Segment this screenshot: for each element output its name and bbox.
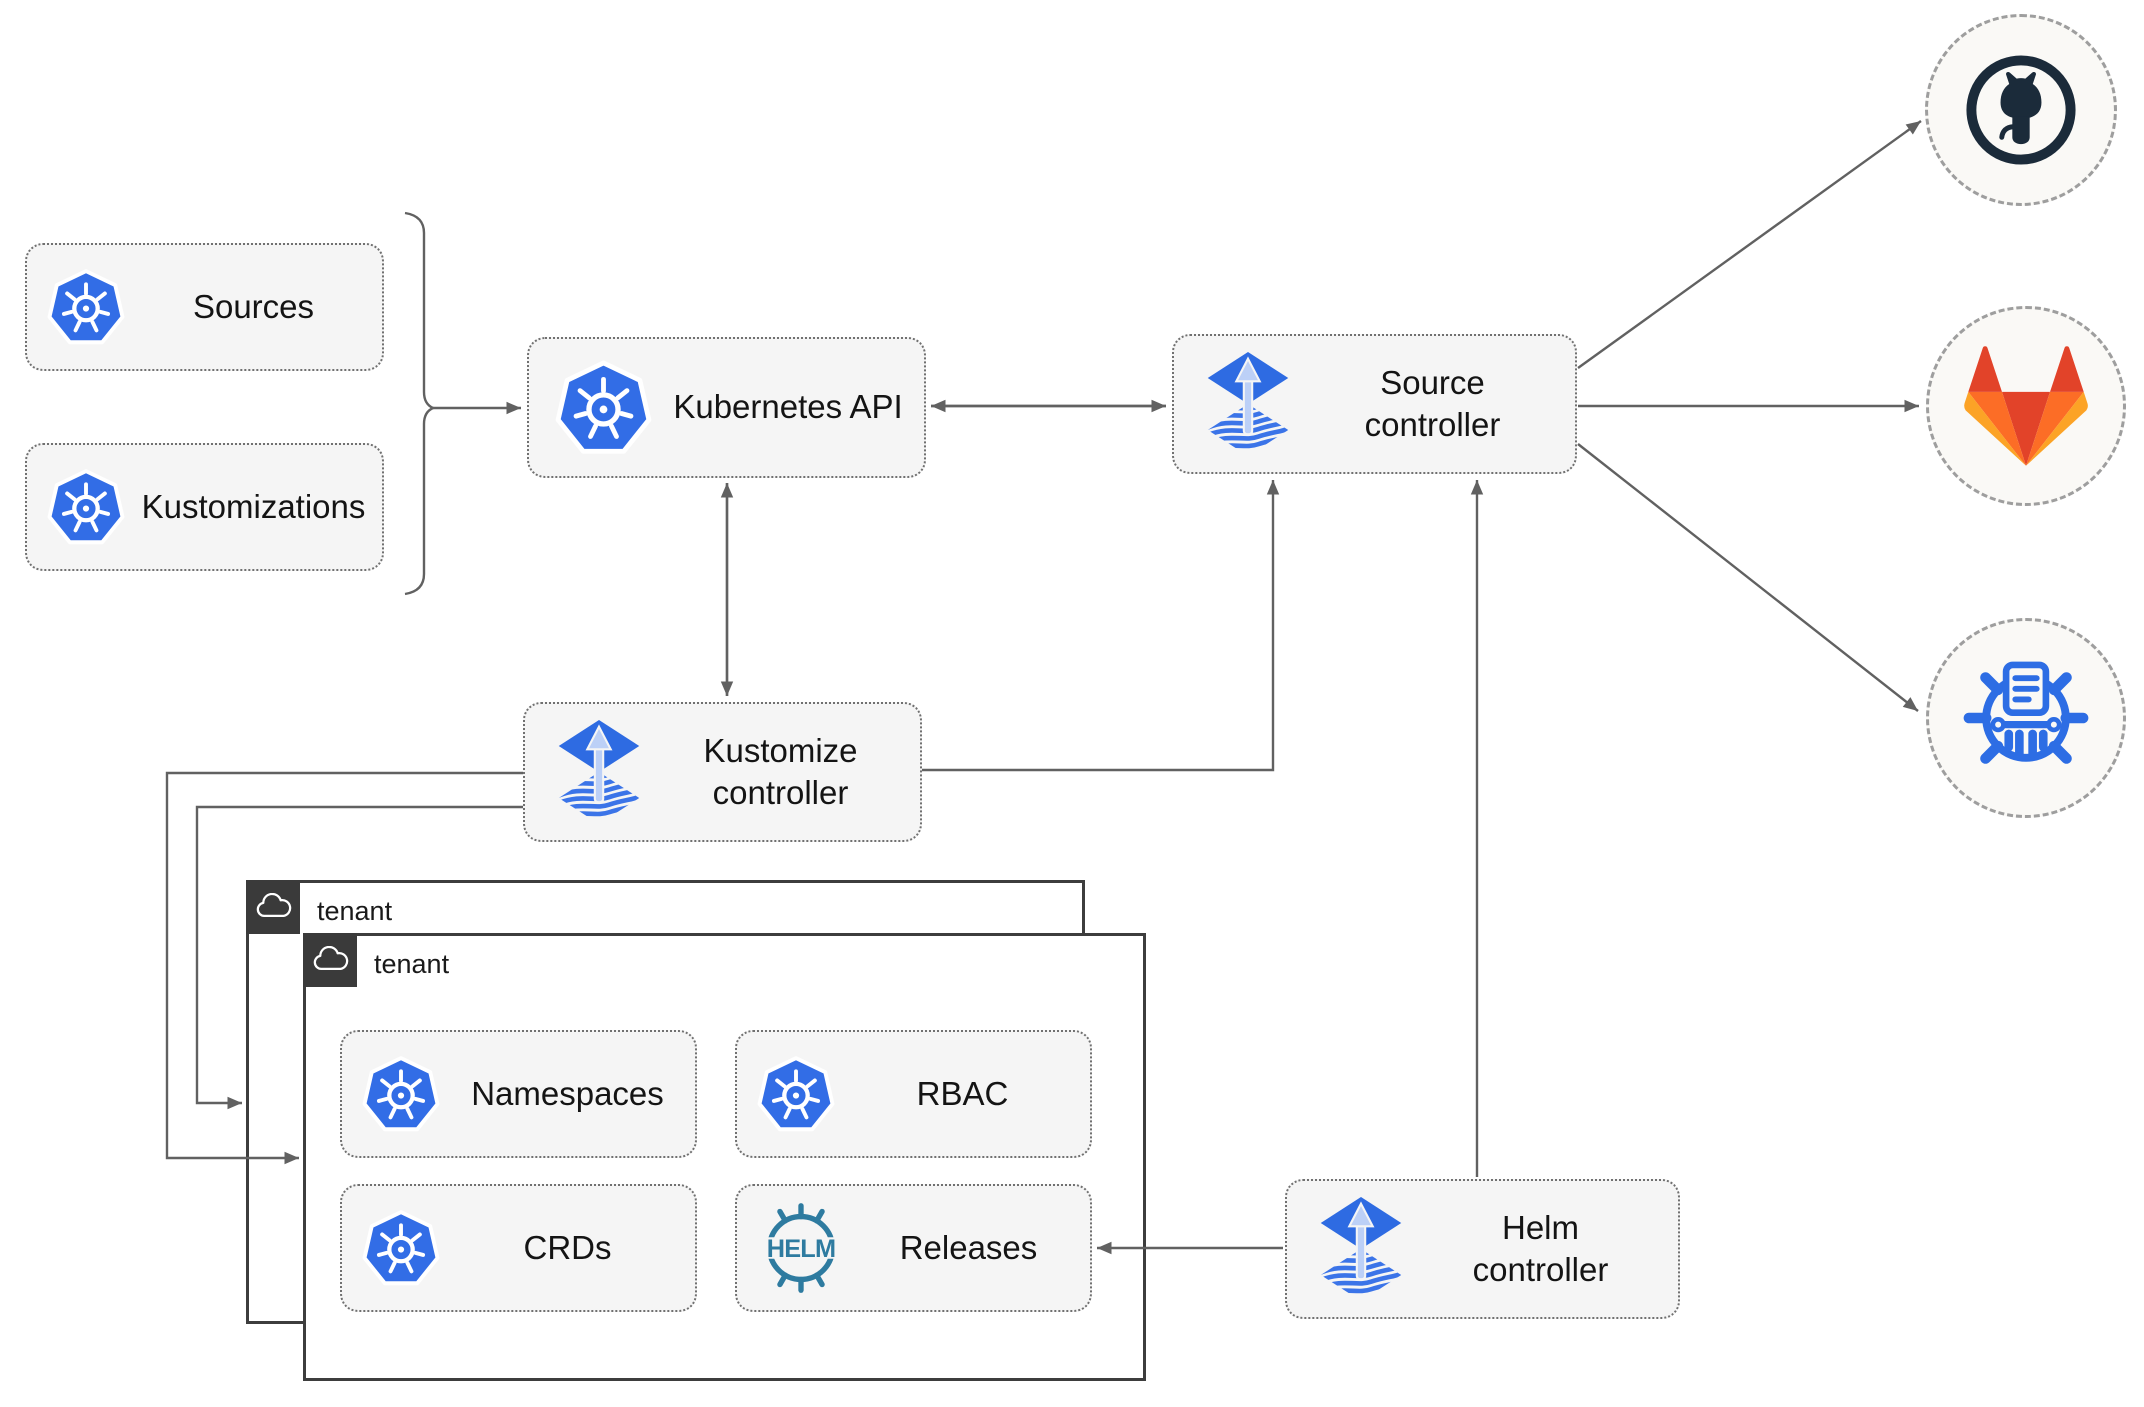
flux-icon — [1206, 352, 1290, 456]
source-controller-label: Source controller — [1364, 363, 1501, 443]
namespaces-label: Namespaces — [471, 1074, 664, 1112]
helm-chart-repository — [1926, 618, 2126, 818]
kubernetes-icon — [47, 468, 125, 546]
helm-controller-label: Helm controller — [1472, 1208, 1609, 1288]
gitlab-repository — [1926, 306, 2126, 506]
chartmuseum-icon — [1963, 661, 2089, 764]
cloud-icon — [256, 893, 292, 917]
rbac-box: RBAC — [735, 1030, 1092, 1158]
tenant-label: tenant — [317, 896, 393, 926]
kustomizations-label: Kustomizations — [141, 487, 366, 525]
helm-logo-text: HELM — [767, 1235, 836, 1263]
flux-icon — [557, 720, 641, 824]
github-icon — [1966, 55, 2076, 165]
edge-kustomize-to-source-controller — [922, 480, 1280, 772]
namespaces-box: Namespaces — [340, 1030, 697, 1158]
kubernetes-icon — [555, 359, 652, 456]
edge-source-to-chartmuseum — [1577, 443, 1919, 712]
crds-box: CRDs — [340, 1184, 697, 1312]
kubernetes-api-box: Kubernetes API — [527, 337, 926, 478]
tenant-label: tenant — [374, 949, 450, 979]
releases-label: Releases — [899, 1228, 1038, 1266]
sources-box: Sources — [25, 243, 384, 371]
kustomizations-box: Kustomizations — [25, 443, 384, 571]
kubernetes-api-label: Kubernetes API — [673, 388, 903, 426]
github-repository — [1925, 14, 2117, 206]
kubernetes-icon — [362, 1209, 440, 1287]
cloud-badge — [246, 880, 300, 934]
rbac-label: RBAC — [916, 1074, 1009, 1112]
kubernetes-icon — [757, 1055, 835, 1133]
helm-controller-box: Helm controller — [1285, 1179, 1680, 1319]
edge-source-to-github — [1577, 120, 1922, 369]
flux-icon — [1319, 1197, 1403, 1301]
bracket-sources-group — [404, 211, 436, 596]
releases-box: HELM Releases — [735, 1184, 1092, 1312]
gitlab-icon — [1964, 346, 2088, 466]
kubernetes-icon — [362, 1055, 440, 1133]
kustomize-controller-label: Kustomize controller — [703, 731, 858, 811]
kustomize-controller-box: Kustomize controller — [523, 702, 922, 842]
sources-label: Sources — [192, 287, 315, 325]
cloud-badge — [303, 933, 357, 987]
cloud-icon — [313, 946, 349, 970]
helm-logo-icon: HELM — [759, 1203, 843, 1293]
source-controller-box: Source controller — [1172, 334, 1577, 474]
crds-label: CRDs — [523, 1228, 612, 1266]
kubernetes-icon — [47, 268, 125, 346]
